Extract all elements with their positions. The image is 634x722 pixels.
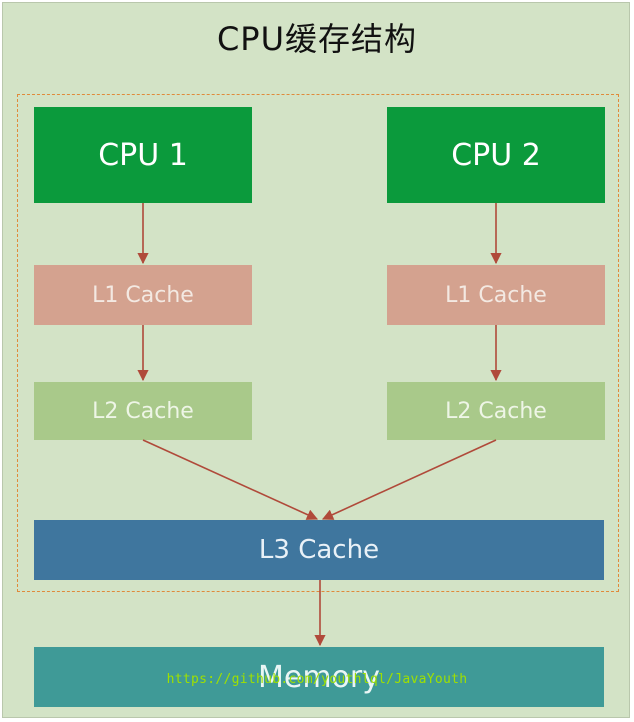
l2-cache-left-node: L2 Cache (34, 382, 252, 440)
cpu-1-node: CPU 1 (34, 107, 252, 203)
l1-cache-left-node: L1 Cache (34, 265, 252, 325)
cpu-2-node: CPU 2 (387, 107, 605, 203)
diagram-title: CPU缓存结构 (216, 20, 418, 58)
l1-cache-right-node: L1 Cache (387, 265, 605, 325)
l2-cache-right-node: L2 Cache (387, 382, 605, 440)
cpu-chip-boundary (17, 94, 619, 592)
l3-cache-node: L3 Cache (34, 520, 604, 580)
memory-node: Memory (34, 647, 604, 707)
watermark-url: https://github.com/youthlql/JavaYouth (166, 672, 468, 687)
